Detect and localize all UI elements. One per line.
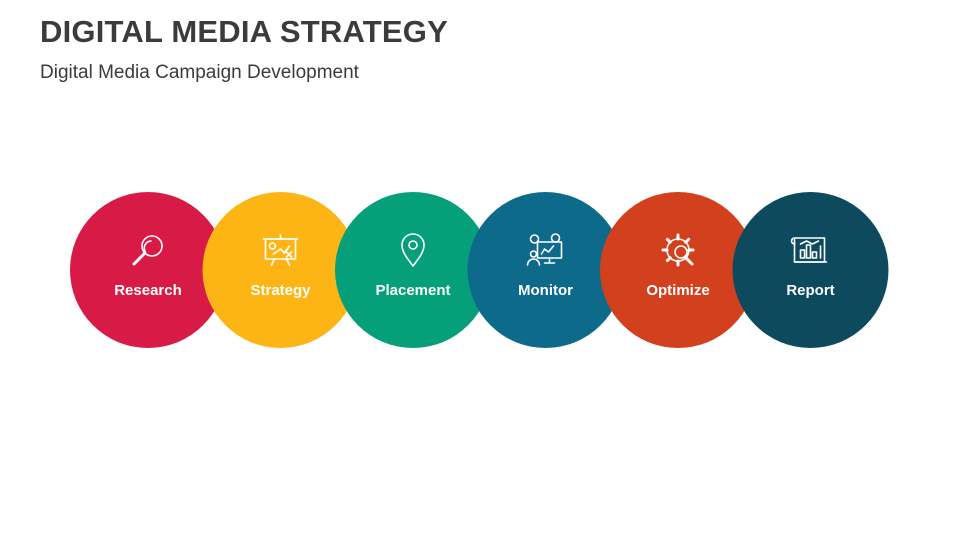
report-chart-icon — [790, 237, 828, 263]
step-label: Report — [786, 282, 834, 299]
location-pin-icon — [401, 233, 425, 267]
monitor-analytics-icon — [526, 233, 563, 266]
step-circle — [600, 192, 756, 348]
step-strategy: Strategy — [202, 192, 359, 348]
step-label: Placement — [375, 282, 450, 299]
gear-search-icon — [661, 233, 695, 267]
magnifier-icon — [132, 235, 163, 266]
step-label: Research — [114, 282, 182, 299]
step-label: Monitor — [518, 282, 573, 299]
step-circle — [70, 192, 226, 348]
step-report: Report — [732, 192, 889, 348]
step-label: Optimize — [646, 282, 709, 299]
step-monitor: Monitor — [467, 192, 624, 348]
step-circle — [732, 192, 889, 348]
presentation-board-icon — [262, 234, 299, 266]
step-circle — [202, 192, 359, 348]
page-title: DIGITAL MEDIA STRATEGY — [40, 14, 448, 49]
page-subtitle: Digital Media Campaign Development — [40, 62, 359, 83]
step-label: Strategy — [250, 282, 311, 299]
step-circle — [467, 192, 624, 348]
step-research: Research — [70, 192, 226, 348]
step-optimize: Optimize — [600, 192, 756, 348]
step-circle — [335, 192, 491, 348]
step-placement: Placement — [335, 192, 491, 348]
